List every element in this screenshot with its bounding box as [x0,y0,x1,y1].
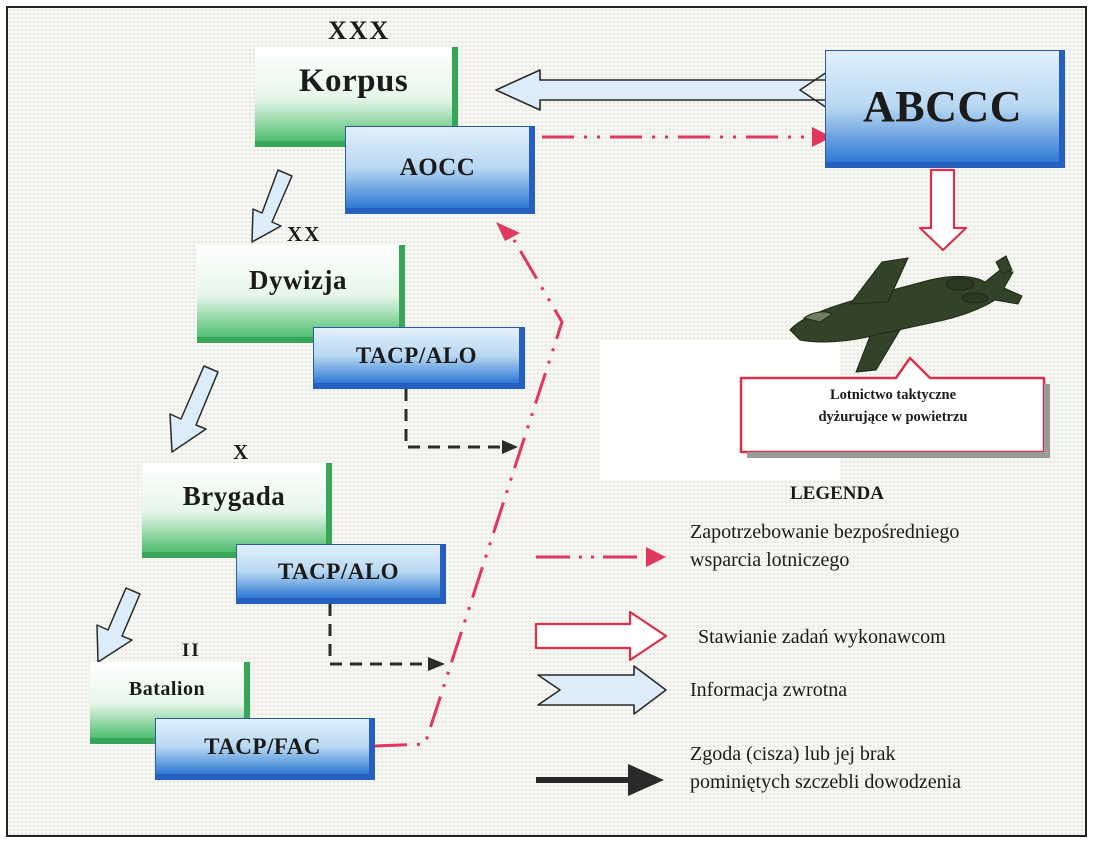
request-line-fac-aocc [374,239,564,748]
aircraft-callout-line2: dyżurujące w powietrzu [818,409,968,425]
node-brygada-label: Brygada [182,481,286,511]
legend-feedback-text: Informacja zwrotna [690,679,848,701]
legend-request-text: Zapotrzebowanie bezpośredniego wsparcia … [690,518,959,574]
legend-approval-line1: Zgoda (cisza) lub jej brak [690,743,896,765]
node-abccc-label: ABCCC [863,82,1022,131]
legend-approval-line2: pominiętych szczebli dowodzenia [690,771,962,793]
node-tacp-alo-brigade: TACP/ALO [236,544,446,604]
node-korpus-label: Korpus [298,63,409,99]
feedback-arrow-abccc-korpus [495,69,831,111]
node-aocc-label: AOCC [399,153,476,181]
callout-shadow [747,452,1047,458]
legend-tasking-arrow [534,610,668,662]
node-batalion-label: Batalion [128,678,206,700]
callout-shadow-side [1044,384,1050,458]
legend-tasking-text: Stawianie zadań wykonawcom [698,626,946,648]
echelon-brigade-symbol: X [233,440,251,464]
approval-arrowhead-dywizja [502,440,518,454]
node-brygada: Brygada [142,463,332,558]
node-tacp-alo-division-label: TACP/ALO [355,342,478,368]
node-abccc: ABCCC [825,50,1065,168]
echelon-corps-symbol: XXX [328,16,391,45]
approval-line-dywizja [404,389,502,449]
a10-aircraft-icon [789,255,1023,373]
feedback-arrow-korpus-dywizja [251,169,293,243]
legend-title: LEGENDA [790,483,884,504]
tasking-arrow-abccc-aircraft [918,168,968,252]
aircraft-callout-text: Lotnictwo taktyczne dyżurujące w powietr… [748,384,1038,428]
approval-line-brygada [328,604,428,666]
node-tacp-alo-division: TACP/ALO [313,327,525,389]
node-tacp-fac-label: TACP/FAC [204,733,321,759]
echelon-division-symbol: XX [287,222,322,246]
request-arrowhead-aocc [496,222,520,241]
legend-request-arrowhead [646,547,666,567]
node-dywizja: Dywizja [197,245,405,343]
feedback-arrow-brygada-batalion [96,587,141,663]
request-arrowhead-abccc [812,127,832,147]
legend-feedback-arrow [537,665,667,715]
legend-approval-arrowhead [628,764,664,796]
feedback-arrow-dywizja-brygada [169,365,219,453]
legend-request-line1: Zapotrzebowanie bezpośredniego [690,521,960,543]
node-tacp-fac: TACP/FAC [155,718,375,780]
echelon-battalion-symbol: II [182,640,201,661]
approval-arrowhead-brygada [428,657,445,671]
node-aocc: AOCC [345,126,535,214]
legend-request-line2: wsparcia lotniczego [690,549,850,571]
node-tacp-alo-brigade-label: TACP/ALO [277,558,400,584]
legend-approval-text: Zgoda (cisza) lub jej brak pominiętych s… [690,740,961,796]
aircraft-callout-line1: Lotnictwo taktyczne [829,387,957,403]
node-dywizja-label: Dywizja [249,265,347,295]
